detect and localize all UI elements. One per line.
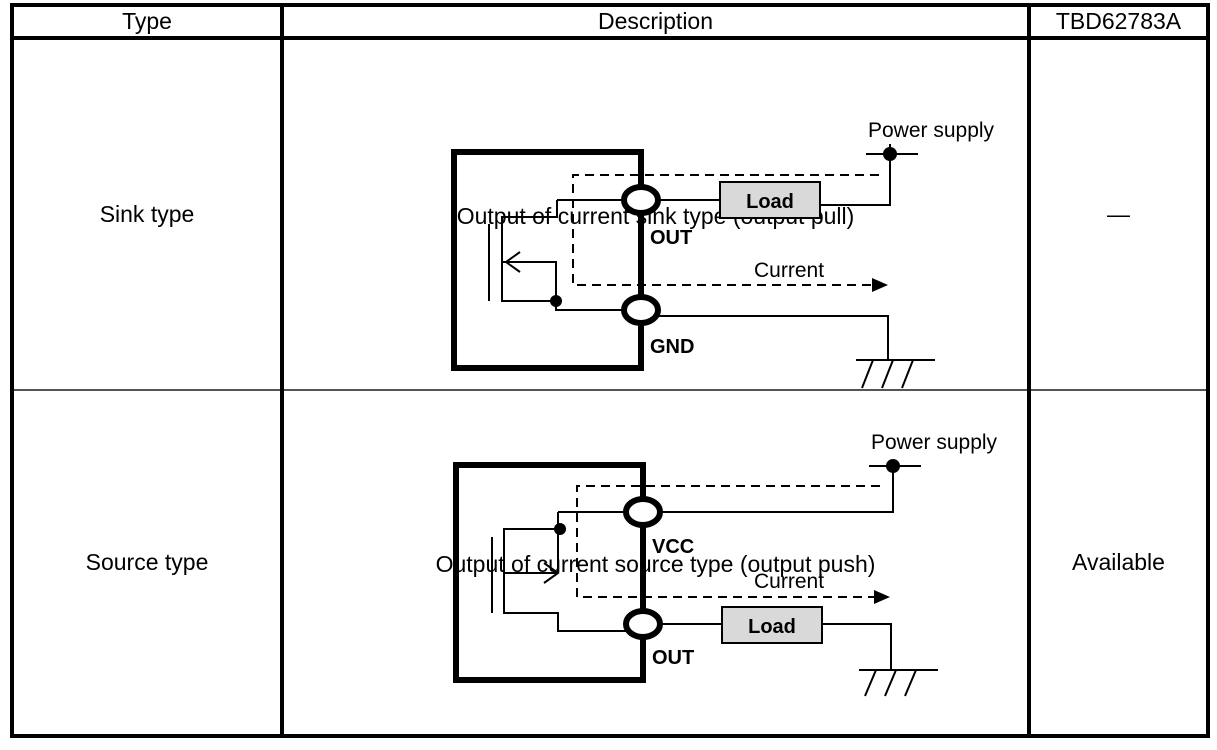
current-path [576,485,890,604]
power-supply-label: Power supply [871,431,998,454]
availability-cell: Available [1027,390,1210,738]
header-description: Description [280,3,1031,40]
availability-cell: — [1027,38,1210,391]
header-type: Type [10,3,284,40]
description-cell: Output of current sink type (output pull… [280,38,1031,391]
source-circuit-diagram: VCC OUT Power supply Current Load [453,431,998,697]
pin-label-lower: OUT [652,647,694,669]
junction-dot [554,523,566,535]
current-label: Current [754,259,824,282]
arrow-icon [872,278,888,292]
header-part-number: TBD62783A [1027,3,1210,40]
transistor-symbol [491,511,643,632]
pin-vcc [623,496,663,528]
load-label: Load [748,616,796,638]
description-cell: Output of current source type (output pu… [280,390,1031,738]
power-supply-label: Power supply [868,119,995,142]
ground-icon [856,359,935,389]
table-row-sink: Sink type Output of current sink type (o… [10,38,1210,391]
sink-circuit-diagram: OUT GND Load Power supply Current [451,119,995,389]
junction-dot [550,295,562,307]
pin-label-upper: OUT [650,227,692,249]
output-type-table: Type Description TBD62783A Sink type Out… [10,3,1210,738]
current-label: Current [754,570,824,593]
power-supply-terminal [869,459,921,473]
header-row: Type Description TBD62783A [10,3,1210,40]
load-label: Load [746,191,794,213]
load-resistor [721,606,823,644]
type-cell: Source type [10,390,284,738]
type-cell: Sink type [10,38,284,391]
pin-label-lower: GND [650,336,694,358]
pin-out [623,608,663,640]
ground-icon [859,669,938,697]
transistor-symbol [488,199,641,311]
pin-gnd [621,294,661,326]
load-resistor [719,181,821,219]
ic-package [451,149,644,371]
power-supply-terminal [866,147,918,161]
current-path [572,174,888,292]
table-row-source: Source type Output of current source typ… [10,390,1210,738]
pin-label-upper: VCC [652,536,694,558]
arrow-icon [874,590,890,604]
pin-out [621,184,661,216]
